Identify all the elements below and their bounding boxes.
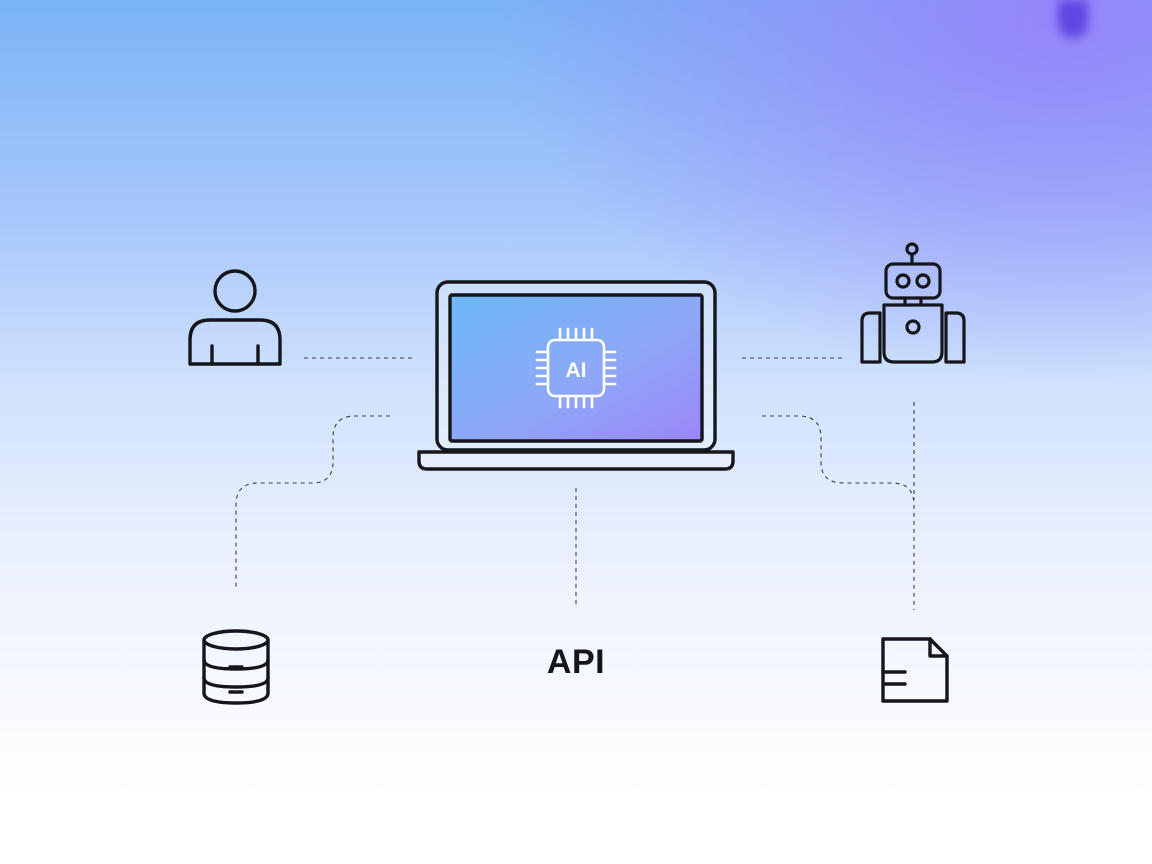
connector-database-laptop	[235, 415, 390, 590]
robot-icon	[860, 242, 966, 364]
ai-chip-icon	[535, 327, 617, 409]
user-icon	[188, 269, 282, 366]
laptop-node	[417, 280, 735, 471]
connector-document-laptop	[762, 415, 915, 610]
purple-blob-decoration	[1058, 0, 1088, 38]
api-label: API	[546, 643, 606, 681]
document-icon	[881, 637, 949, 703]
laptop-base	[417, 450, 735, 471]
database-icon	[202, 629, 270, 705]
ai-chip-label: AI	[566, 359, 587, 382]
laptop-screen	[448, 293, 704, 443]
